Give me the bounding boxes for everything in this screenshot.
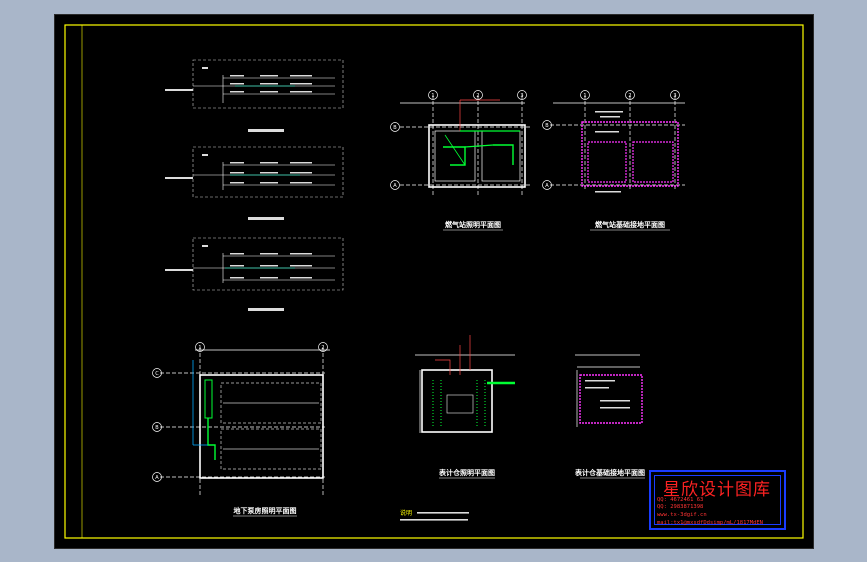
- meter-grounding-annotations: [585, 380, 630, 409]
- grounding-annotations: [595, 111, 623, 193]
- notes-body: [400, 512, 469, 521]
- axis-label: C: [155, 371, 159, 377]
- axis-label: B: [393, 125, 397, 131]
- plan-title-meter-lighting: 表计仓照明平面图: [438, 468, 495, 477]
- system-diagram-3: [192, 237, 344, 291]
- notes-heading: 说明: [400, 509, 412, 517]
- gas-station-lighting-plan: [400, 95, 530, 195]
- axis-label: 1: [198, 345, 201, 351]
- watermark-stamp: 星欣设计图库 QQ: 4672461 63 QQ: 2983871398 www…: [649, 470, 786, 530]
- plan-title-meter-grounding: 表计仓基础接地平面图: [574, 468, 645, 477]
- axis-label: 3: [520, 93, 523, 99]
- plan-title-gas-grounding: 燃气站基础接地平面图: [594, 220, 665, 229]
- meter-room-grounding-plan: [575, 354, 643, 427]
- stamp-line-1: QQ: 4672461 63: [657, 497, 704, 503]
- axis-label: 1: [583, 93, 586, 99]
- cad-drawing: 1 2 3 B A 燃气站照明平面图 1: [64, 24, 804, 539]
- axis-label: B: [545, 123, 549, 129]
- gas-station-grounding-plan: [550, 95, 685, 190]
- plan-title-gas-lighting: 燃气站照明平面图: [444, 220, 501, 229]
- meter-room-lighting-plan: [415, 335, 515, 433]
- stamp-line-2: QQ: 2983871398: [657, 504, 704, 510]
- axis-label: A: [155, 475, 159, 481]
- plan-title-pump-room: 地下泵房照明平面图: [234, 506, 297, 515]
- axis-label: 2: [321, 345, 324, 351]
- axis-label: B: [155, 425, 159, 431]
- stamp-inner-border: [654, 475, 781, 525]
- gas-station-axis-bubbles: [390, 90, 527, 190]
- system-diagram-annotations: [165, 67, 312, 311]
- axis-label: 2: [476, 93, 479, 99]
- axis-label: A: [545, 183, 549, 189]
- axis-label: 3: [673, 93, 676, 99]
- basement-pump-room-plan: [160, 347, 330, 495]
- axis-label: 1: [431, 93, 434, 99]
- axis-label: A: [393, 183, 397, 189]
- stamp-line-4: mail:tx1@mxsdfDdsimp/mL/1817MdEN: [657, 520, 763, 526]
- stamp-line-3: www.tx-3dgif.cn: [657, 512, 707, 518]
- system-diagram-1: [192, 59, 344, 109]
- drawing-canvas: 1 2 3 B A 燃气站照明平面图 1: [55, 15, 813, 548]
- outer-frame: [64, 24, 804, 539]
- system-diagram-2: [192, 146, 344, 198]
- grounding-axis-bubbles: [542, 90, 680, 190]
- pump-room-axis-bubbles: [152, 342, 328, 482]
- axis-label: 2: [628, 93, 631, 99]
- stamp-brand-text: 星欣设计图库: [663, 480, 771, 500]
- binding-margin-line: [81, 24, 804, 539]
